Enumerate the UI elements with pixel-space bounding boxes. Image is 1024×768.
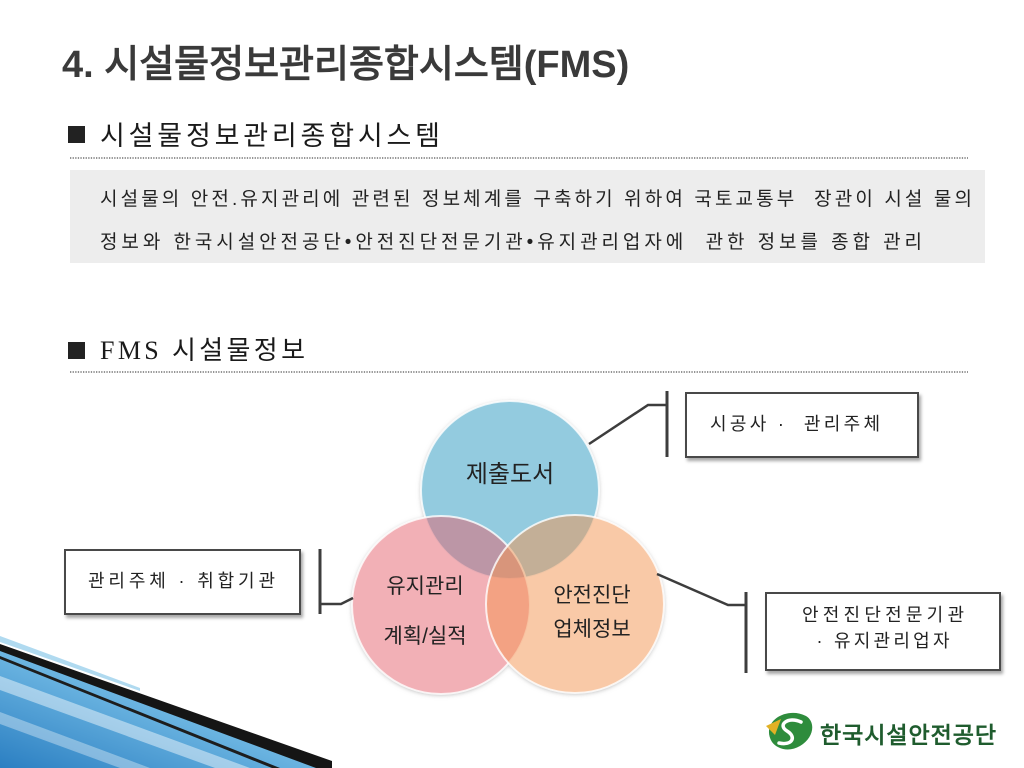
callout-text: 시공사 · 관리주체	[710, 414, 880, 434]
venn-label-maintenance: 유지관리	[386, 575, 463, 598]
venn-label-safety-inspection: 안전진단	[553, 584, 630, 607]
description-line: 정보와 한국시설안전공단•안전진단전문기관•유지관리업자에 관한 정보를 종합 …	[100, 231, 922, 253]
callout-box	[64, 549, 301, 615]
venn-label-plan-result: 계획/실적	[383, 625, 466, 648]
connector-top-right	[588, 391, 669, 457]
callout-contractor-manager: 시공사 · 관리주체	[685, 392, 919, 458]
venn-label-submitted-documents: 제출도서	[466, 461, 554, 488]
decorative-swoosh	[0, 636, 332, 768]
section-fms-facility-info: FMS 시설물정보	[68, 336, 968, 373]
swoosh-black-stripe	[0, 644, 332, 768]
logo-gold-accent	[766, 719, 781, 735]
callout-inspection-maintenance: 안전진단전문기관 · 유지관리업자	[765, 592, 1001, 671]
description-box-background	[70, 170, 985, 263]
connector-left	[318, 549, 354, 614]
venn-label-company-info: 업체정보	[553, 618, 630, 641]
connector-line	[588, 403, 667, 446]
swoosh-cyan-edge	[0, 636, 140, 691]
callout-text: 관리주체 · 취합기관	[88, 571, 275, 591]
callout-box	[765, 592, 1001, 671]
connector-line	[320, 596, 354, 606]
slide-title: 4. 시설물정보관리종합시스템(FMS)	[62, 44, 629, 86]
kalis-logo-icon	[766, 712, 813, 750]
callout-manager-collector: 관리주체 · 취합기관	[64, 549, 301, 615]
venn-circle-inspection-company	[485, 514, 665, 694]
swoosh-black-stripe-thin	[0, 656, 280, 768]
description-box: 시설물의 안전.유지관리에 관련된 정보체계를 구축하기 위하여 국토교통부 장…	[70, 170, 985, 263]
bullet-square-icon	[68, 342, 85, 359]
bullet-square-icon	[68, 126, 85, 143]
kalis-logo: 한국시설안전공단	[766, 712, 996, 750]
swoosh-light-streak	[0, 676, 250, 768]
callout-box	[685, 392, 919, 458]
connector-line	[656, 572, 746, 607]
venn-diagram: 제출도서 유지관리 계획/실적 안전진단 업체정보	[351, 400, 665, 695]
connector-bottom-right	[656, 572, 748, 673]
section-heading: FMS 시설물정보	[100, 336, 305, 365]
callout-text: · 유지관리업자	[817, 631, 950, 651]
kalis-logo-text: 한국시설안전공단	[820, 722, 996, 748]
swoosh-light-streak	[0, 712, 150, 768]
section-facility-system: 시설물정보관리종합시스템 시설물의 안전.유지관리에 관련된 정보체계를 구축하…	[68, 121, 985, 263]
logo-white-s-mark	[777, 718, 803, 746]
